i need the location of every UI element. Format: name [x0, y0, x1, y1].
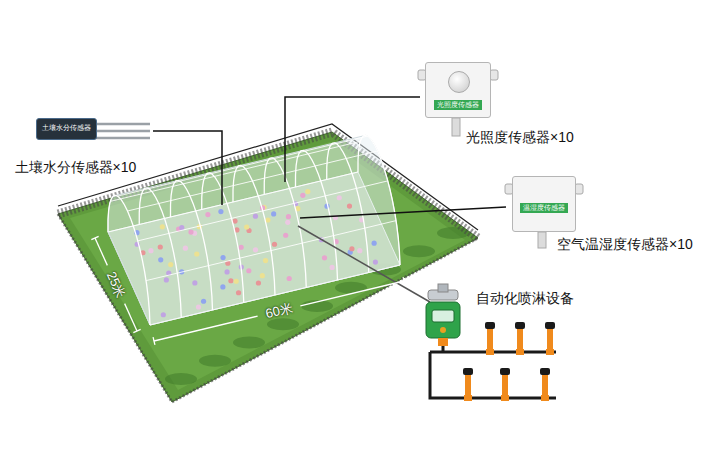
leader-lines [153, 97, 506, 302]
device-label: 光照度传感器 [434, 100, 482, 110]
probe-pin [95, 137, 150, 140]
mount-ear [490, 70, 498, 80]
faucet-handle [438, 284, 448, 292]
greenhouse-purlin [108, 172, 358, 232]
greenhouse-film [108, 135, 400, 325]
sprinkler-stake [465, 374, 471, 398]
sensor-stem [452, 118, 460, 136]
dimension-line [300, 281, 404, 306]
greenhouse-arch [358, 135, 400, 265]
dimension-line [91, 236, 98, 239]
sprinkler-nozzle [515, 322, 525, 329]
mount-ear [575, 184, 583, 194]
soil-probe [95, 124, 150, 138]
greenhouse-arch [108, 195, 150, 325]
greenhouse-purlin [110, 141, 360, 201]
pipe-tee [516, 349, 524, 355]
sprinkler-nozzle [463, 368, 473, 375]
greenhouse [108, 135, 400, 325]
pipe-connector [438, 338, 448, 346]
dimension-label: 60米 [264, 300, 294, 322]
leader-line [300, 207, 506, 218]
pipe-tee [546, 349, 554, 355]
leader-line [153, 131, 222, 205]
tree-shadow [199, 355, 231, 367]
timer-box [426, 302, 460, 338]
sensor-stem [538, 232, 546, 248]
dimension-line [133, 329, 140, 332]
light-sensor-box: 光照度传感器光照度传感器×10 [425, 62, 491, 118]
greenhouse-arch [171, 180, 213, 310]
greenhouse-arch [233, 165, 275, 295]
probe-pin [95, 130, 150, 133]
greenhouse-arch [139, 188, 181, 318]
sprinkler-nozzle [500, 368, 510, 375]
pipe-tee [541, 395, 549, 401]
greenhouse-purlin [118, 136, 368, 196]
sprinkler-nozzle [485, 322, 495, 329]
timer-screen [432, 310, 454, 322]
pipe-tee [501, 395, 509, 401]
soil-sensor-box: 土壤水分传感器土壤水分传感器×10 [36, 118, 97, 140]
tree-shadow [335, 282, 367, 294]
device-label: 土壤水分传感器 [39, 123, 94, 133]
dimension-line [95, 238, 107, 265]
greenhouse-purlin [128, 151, 378, 211]
tree-shadow [165, 373, 197, 385]
sprinkler-nozzle [540, 368, 550, 375]
greenhouse-arch [327, 143, 369, 273]
dimension-line [153, 337, 155, 345]
sprinkler-stake [542, 374, 548, 398]
tree-shadow [403, 245, 435, 257]
sprinkler-stake [487, 328, 493, 352]
dimension-line [154, 316, 258, 341]
timer-button [440, 327, 446, 333]
leader-line [285, 97, 420, 182]
sprinkler-controller [426, 284, 460, 346]
pipe-tee [464, 395, 472, 401]
sensor-caption: 土壤水分传感器×10 [15, 159, 137, 176]
sprinkler-stake [547, 328, 553, 352]
pipe-tee [486, 349, 494, 355]
tree-shadow [233, 336, 265, 348]
dimension-line [125, 304, 137, 331]
sensor-caption: 光照度传感器×10 [466, 129, 574, 146]
greenhouse-purlin [138, 181, 388, 241]
equipment-label: 自动化喷淋设备 [476, 290, 574, 307]
water-pipe [430, 346, 556, 398]
humidity-sensor-box: 温湿度传感器空气温湿度传感器×10 [512, 176, 576, 232]
probe-pin [95, 123, 150, 126]
greenhouse-arch [296, 150, 338, 280]
sprinkler-nozzle [545, 322, 555, 329]
sprinkler-stake [517, 328, 523, 352]
sensor-caption: 空气温湿度传感器×10 [557, 236, 693, 253]
dimension-line [403, 277, 405, 285]
light-dome [448, 71, 470, 93]
greenhouse-purlin [150, 265, 400, 325]
sprinkler-pipes [430, 322, 556, 401]
dimension-label: 25米 [103, 269, 129, 300]
sprinkler-stake [502, 374, 508, 398]
device-label: 温湿度传感器 [520, 203, 568, 213]
